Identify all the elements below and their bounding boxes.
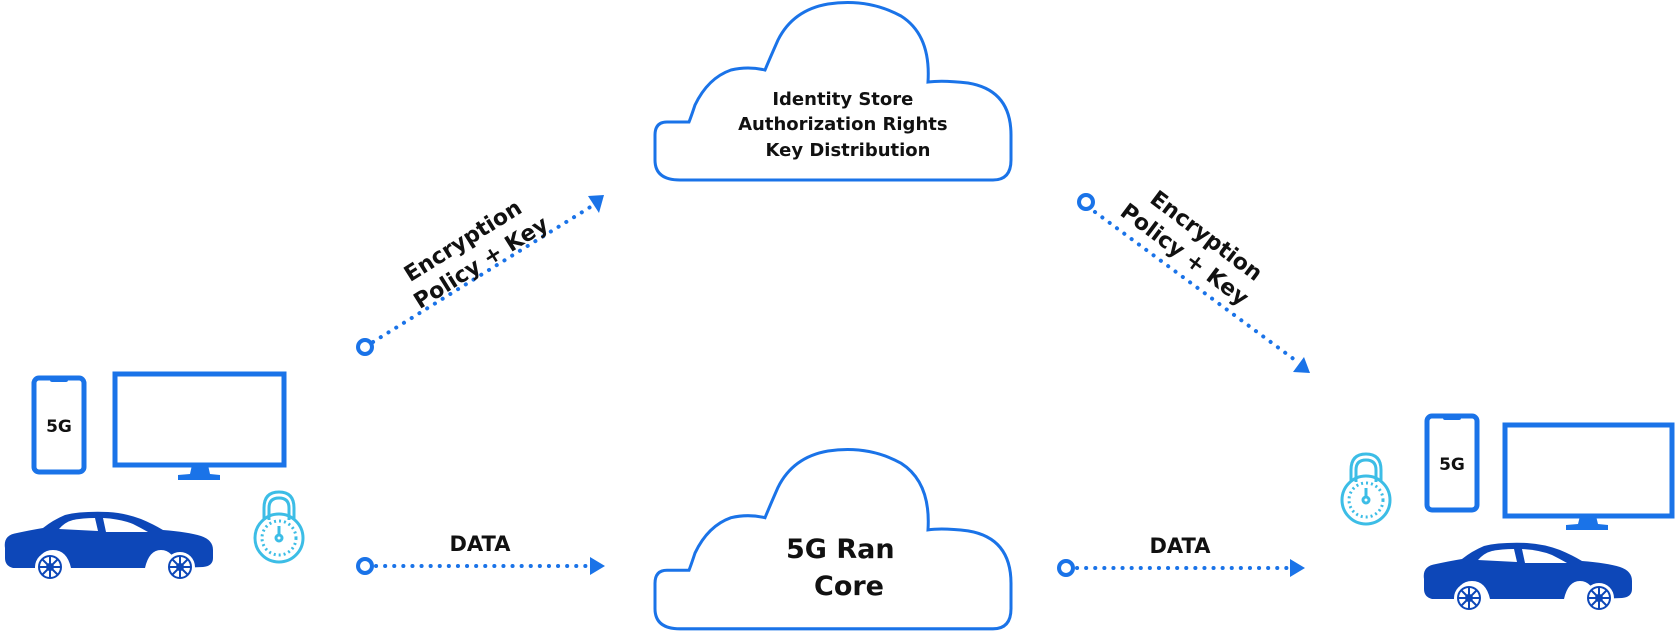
ran-core-cloud: 5G Ran Core	[653, 448, 1013, 631]
phone-5g-label: 5G	[46, 417, 72, 437]
padlock-icon	[253, 490, 305, 564]
arrowhead-icon	[590, 557, 605, 575]
phone-5g-label: 5G	[1439, 455, 1465, 475]
identity-cloud: Identity Store Authorization Rights Key …	[653, 1, 1013, 182]
left-device-group: 5G	[3, 371, 305, 583]
right-device-group: 5G	[1340, 413, 1675, 614]
encryption-flow-right: Encryption Policy + Key	[1077, 186, 1310, 373]
flow-line	[371, 204, 594, 344]
phone-icon: 5G	[1424, 413, 1480, 513]
flow-start-dot	[1057, 559, 1075, 577]
arrowhead-icon	[1290, 559, 1305, 577]
flow-line	[1093, 210, 1297, 362]
svg-text:Encryption Policy + Key: Encryption Policy + Key	[395, 188, 553, 314]
monitor-icon	[1502, 422, 1675, 530]
flow-start-dot	[356, 338, 374, 356]
data-flow-right: DATA	[1057, 534, 1305, 577]
padlock-icon	[1340, 452, 1392, 526]
data-label: DATA	[449, 532, 511, 556]
car-icon	[1422, 541, 1633, 614]
svg-text:5G Ran Core: 5G Ran Core	[786, 534, 904, 602]
encryption-flow-left: Encryption Policy + Key	[356, 188, 604, 356]
flow-start-dot	[1077, 193, 1095, 211]
arrowhead-icon	[1293, 357, 1310, 373]
data-label: DATA	[1149, 534, 1211, 558]
core-label: Core	[814, 571, 884, 602]
svg-text:Identity Store Authoriza: Identity Store Authorization Rights Key …	[738, 89, 954, 161]
phone-icon: 5G	[31, 375, 87, 475]
data-flow-left: DATA	[356, 532, 605, 575]
ran-label: 5G Ran	[786, 534, 895, 565]
monitor-icon	[112, 371, 287, 480]
arrowhead-icon	[588, 195, 604, 213]
identity-store-label: Identity Store	[772, 89, 913, 110]
key-distribution-label: Key Distribution	[766, 140, 931, 161]
car-icon	[3, 510, 214, 583]
flow-start-dot	[356, 557, 374, 575]
authorization-rights-label: Authorization Rights	[738, 114, 947, 135]
